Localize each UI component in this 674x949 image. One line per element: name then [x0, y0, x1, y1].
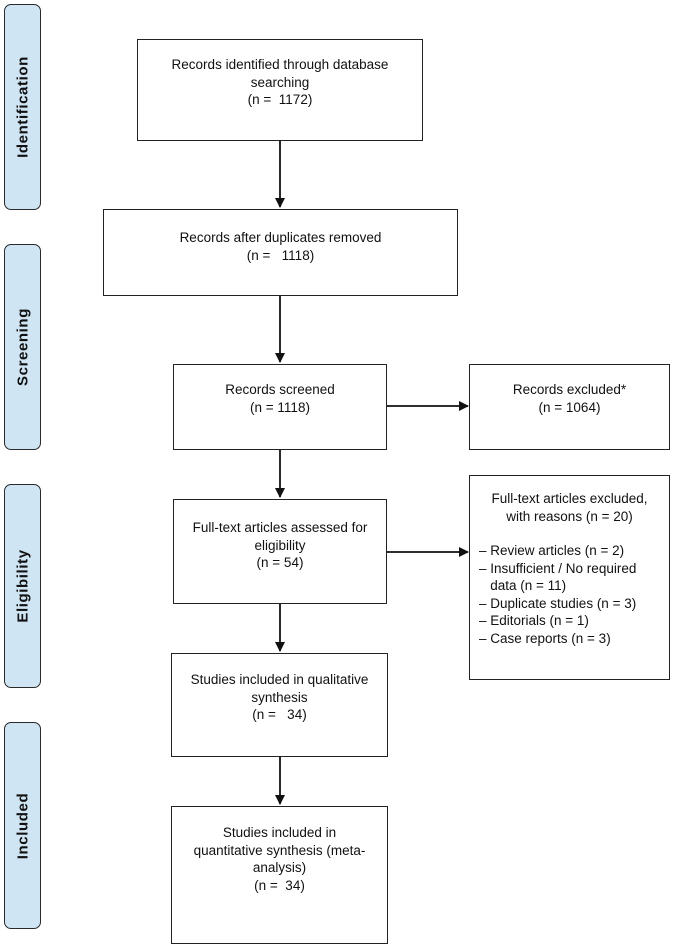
box-after-duplicates-line-2: (n = 1118) — [246, 247, 315, 263]
exclusion-reason: – Duplicate studies (n = 3) — [479, 595, 637, 611]
box-quantitative-synthesis-line-4: (n = 34) — [254, 877, 305, 893]
fulltext-excluded-heading-line-2: with reasons (n = 20) — [506, 508, 633, 524]
box-qualitative-synthesis: Studies included in qualitative synthesi… — [171, 653, 388, 757]
exclusion-reason: – Review articles (n = 2) — [479, 543, 625, 558]
phase-eligibility: Eligibility — [4, 484, 41, 688]
box-qualitative-synthesis-line-1: Studies included in qualitative — [190, 672, 369, 687]
exclusion-reason: – Editorials (n = 1) — [479, 613, 589, 628]
box-records-excluded-line-1: Records excluded* — [512, 382, 627, 397]
exclusion-reason: data (n = 11) — [479, 578, 567, 593]
box-records-excluded: Records excluded* (n = 1064) — [469, 364, 670, 450]
box-records-identified-line-3: (n = 1172) — [247, 92, 313, 107]
box-after-duplicates-line-1: Records after duplicates removed — [179, 230, 382, 245]
box-records-screened-line-2: (n = 1118) — [250, 399, 310, 415]
box-fulltext-assessed: Full-text articles assessed for eligibil… — [173, 499, 387, 604]
box-quantitative-synthesis: Studies included in quantitative synthes… — [171, 806, 388, 944]
box-quantitative-synthesis-line-3: analysis) — [252, 860, 307, 875]
phase-screening: Screening — [4, 244, 41, 450]
box-fulltext-assessed-line-3: (n = 54) — [256, 555, 304, 570]
phase-identification: Identification — [4, 4, 41, 210]
phase-included: Included — [4, 722, 41, 929]
box-fulltext-excluded: Full-text articles excluded, with reason… — [469, 475, 670, 680]
box-quantitative-synthesis-line-2: quantitative synthesis (meta- — [193, 842, 366, 858]
box-records-screened-line-1: Records screened — [225, 382, 335, 397]
box-qualitative-synthesis-line-2: synthesis — [251, 689, 308, 705]
box-records-identified-line-2: searching — [250, 74, 310, 90]
box-records-identified-line-1: Records identified through database — [171, 57, 389, 72]
box-records-screened: Records screened (n = 1118) — [173, 364, 387, 450]
exclusion-reason: – Insufficient / No required — [479, 560, 637, 576]
exclusion-reason: – Case reports (n = 3) — [479, 630, 611, 646]
box-fulltext-assessed-line-2: eligibility — [254, 537, 306, 553]
box-records-excluded-line-2: (n = 1064) — [538, 399, 601, 415]
box-qualitative-synthesis-line-3: (n = 34) — [252, 707, 307, 722]
fulltext-excluded-heading-line-1: Full-text articles excluded, — [491, 491, 648, 506]
box-after-duplicates: Records after duplicates removed (n = 11… — [103, 209, 458, 296]
box-quantitative-synthesis-line-1: Studies included in — [222, 825, 337, 840]
box-records-identified: Records identified through database sear… — [137, 39, 423, 141]
fulltext-excluded-heading: Full-text articles excluded, with reason… — [470, 490, 669, 525]
box-fulltext-assessed-line-1: Full-text articles assessed for — [192, 520, 368, 535]
